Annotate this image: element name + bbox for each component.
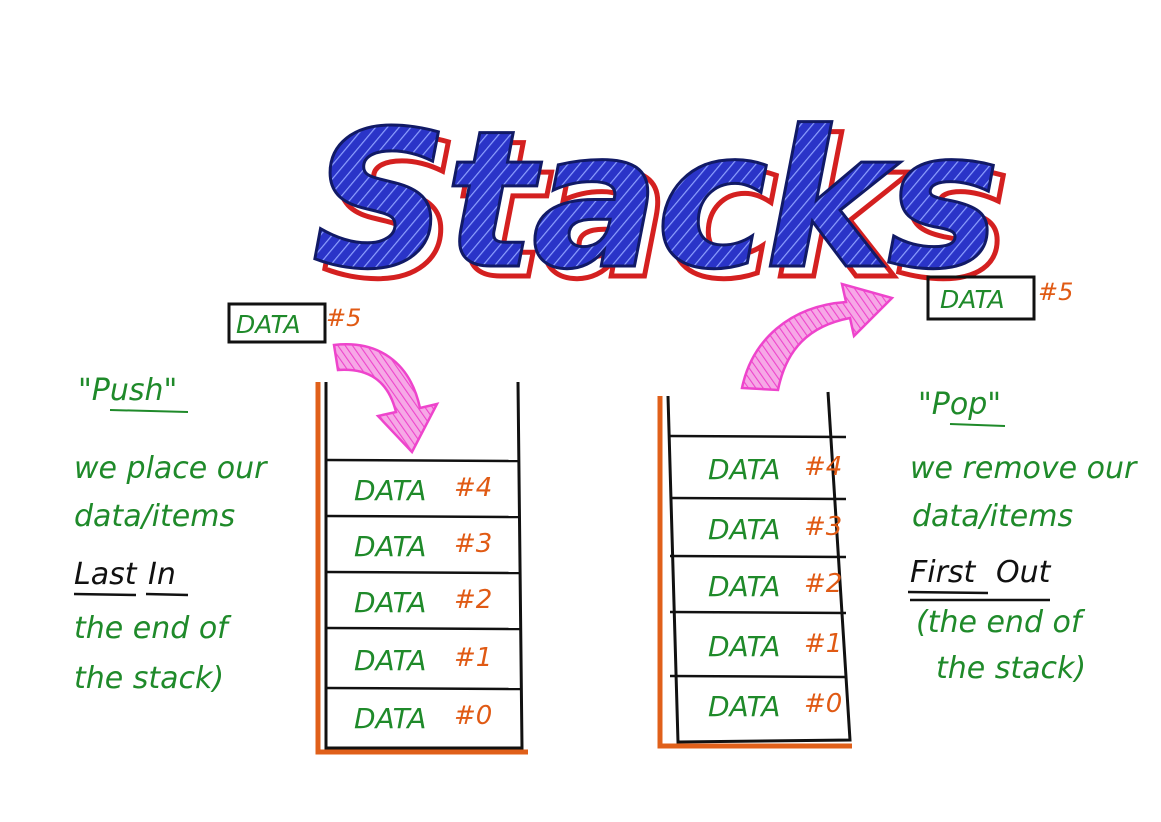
stack-item-label: DATA xyxy=(708,630,780,663)
pop-fifo-word-1: First xyxy=(910,555,977,590)
push-notes: "Push" we place our data/items Last In t… xyxy=(73,373,268,696)
pop-tail-2: the stack) xyxy=(936,651,1086,686)
pop-floating-item: DATA #5 xyxy=(926,275,1073,321)
stack-row-divider xyxy=(669,610,847,615)
floating-item-box xyxy=(227,302,327,344)
pop-heading-underline xyxy=(949,423,1006,427)
push-heading: "Push" xyxy=(78,373,177,408)
stack-item-label: DATA xyxy=(354,474,426,507)
floating-item-number: #5 xyxy=(326,304,361,332)
push-lifo-word-2: In xyxy=(148,557,176,592)
stack-edge-shadow xyxy=(657,396,852,749)
stack-item-number: #2 xyxy=(804,569,842,599)
stack-row-divider xyxy=(325,626,521,631)
stack-item-number: #3 xyxy=(454,529,492,559)
stack-item-number: #3 xyxy=(804,512,842,542)
push-tail-2: the stack) xyxy=(74,661,224,696)
pop-tail-1: (the end of xyxy=(916,605,1086,640)
stack-item-number: #4 xyxy=(804,452,842,482)
push-heading-underline xyxy=(109,409,189,413)
push-tail-1: the end of xyxy=(74,611,232,646)
push-line-2: data/items xyxy=(74,499,235,534)
stack-edge-shadow xyxy=(315,382,528,755)
lifo-underline-1 xyxy=(73,592,137,597)
pop-notes: "Pop" we remove our data/items First Out… xyxy=(907,387,1138,686)
stack-item-label: DATA xyxy=(708,513,780,546)
stack-row-divider xyxy=(325,514,521,519)
floating-item-number: #5 xyxy=(1038,278,1073,306)
stack-row-divider xyxy=(325,458,521,463)
pop-arrow-icon xyxy=(740,282,895,392)
title-group: Stacks Stacks xyxy=(311,89,1013,324)
title-shadow: Stacks xyxy=(322,100,1006,321)
floating-item-label: DATA xyxy=(236,310,301,339)
stack-item-number: #1 xyxy=(454,643,492,673)
pop-line-2: data/items xyxy=(912,499,1073,534)
lifo-underline-2 xyxy=(145,592,189,597)
stack-row-divider xyxy=(669,554,847,559)
push-arrow-icon xyxy=(332,343,440,455)
stack-row-divider xyxy=(669,496,847,501)
push-lifo-word-1: Last xyxy=(74,557,138,592)
pop-line-1: we remove our xyxy=(910,451,1138,486)
fifo-underline-1 xyxy=(907,590,989,595)
stack-item-label: DATA xyxy=(708,690,780,723)
stack-item-label: DATA xyxy=(354,644,426,677)
stack-item-label: DATA xyxy=(354,586,426,619)
pop-heading: "Pop" xyxy=(918,387,1001,422)
stack-row-divider xyxy=(669,674,847,679)
stack-item-number: #4 xyxy=(454,473,492,503)
stack-row-divider xyxy=(325,570,521,575)
stack-item-number: #0 xyxy=(454,701,492,731)
stack-item-number: #2 xyxy=(454,585,492,615)
stack-container xyxy=(324,381,524,750)
stack-item-label: DATA xyxy=(708,570,780,603)
stack-item-number: #0 xyxy=(804,689,842,719)
floating-item-box xyxy=(926,275,1036,321)
page-title: Stacks xyxy=(312,90,996,311)
stack-item-label: DATA xyxy=(354,530,426,563)
stack-container xyxy=(666,391,852,744)
stack-row-divider xyxy=(325,686,521,691)
stack-item-label: DATA xyxy=(354,702,426,735)
pop-fifo-word-2: Out xyxy=(996,555,1052,590)
stack-item-number: #1 xyxy=(804,629,842,659)
stack-item-label: DATA xyxy=(708,453,780,486)
push-line-1: we place our xyxy=(74,451,268,486)
push-floating-item: DATA #5 xyxy=(227,302,361,344)
floating-item-label: DATA xyxy=(940,285,1005,314)
stack-row-divider xyxy=(669,434,847,439)
